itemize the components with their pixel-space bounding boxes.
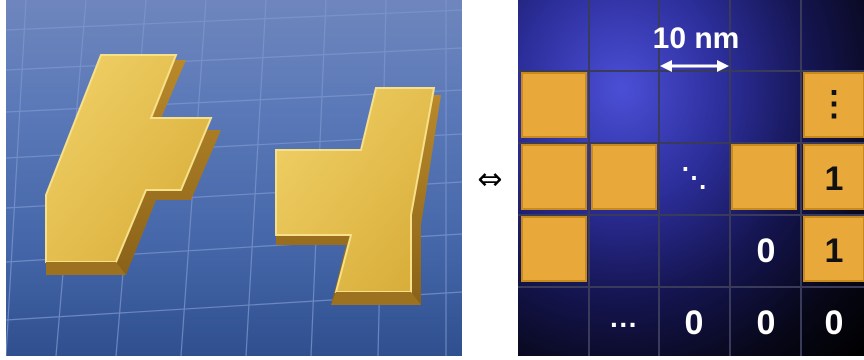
gold-tiles	[521, 72, 864, 282]
cell-label-r4c4: 0	[757, 304, 776, 342]
cell-label-r2c5: 1	[825, 160, 844, 198]
cell-label-r4c3: 0	[685, 304, 704, 342]
tile-r2c1	[521, 144, 587, 210]
left-tile-shape	[45, 54, 221, 275]
cell-label-r4c2: ···	[610, 309, 638, 340]
right-tile-shape	[275, 87, 441, 305]
cell-label-r1c5: ⋮	[817, 85, 851, 123]
cell-label-r3c5: 1	[825, 232, 844, 270]
rendered-tiles-image	[6, 0, 462, 356]
tile-r1c1	[521, 72, 587, 138]
cell-label-r4c5: 0	[825, 304, 844, 342]
tile-grid-diagram: 10 nm ⋮ ⋱ 1 0 1 ··· 0 0 0	[518, 0, 864, 356]
tile-r1c5	[803, 72, 864, 138]
tile-r2c5	[803, 144, 864, 210]
scale-bar-arrow	[660, 60, 729, 72]
scale-label: 10 nm	[653, 22, 740, 55]
tile-r2c2	[591, 144, 657, 210]
tile-r3c1	[521, 216, 587, 282]
cell-label-r2c3: ⋱	[681, 162, 707, 192]
equivalence-arrow-icon: ⇔	[477, 162, 503, 197]
tile-r2c4	[731, 144, 797, 210]
grid-lines	[518, 0, 864, 356]
cell-label-r3c4: 0	[757, 232, 776, 270]
tile-r3c5	[803, 216, 864, 282]
